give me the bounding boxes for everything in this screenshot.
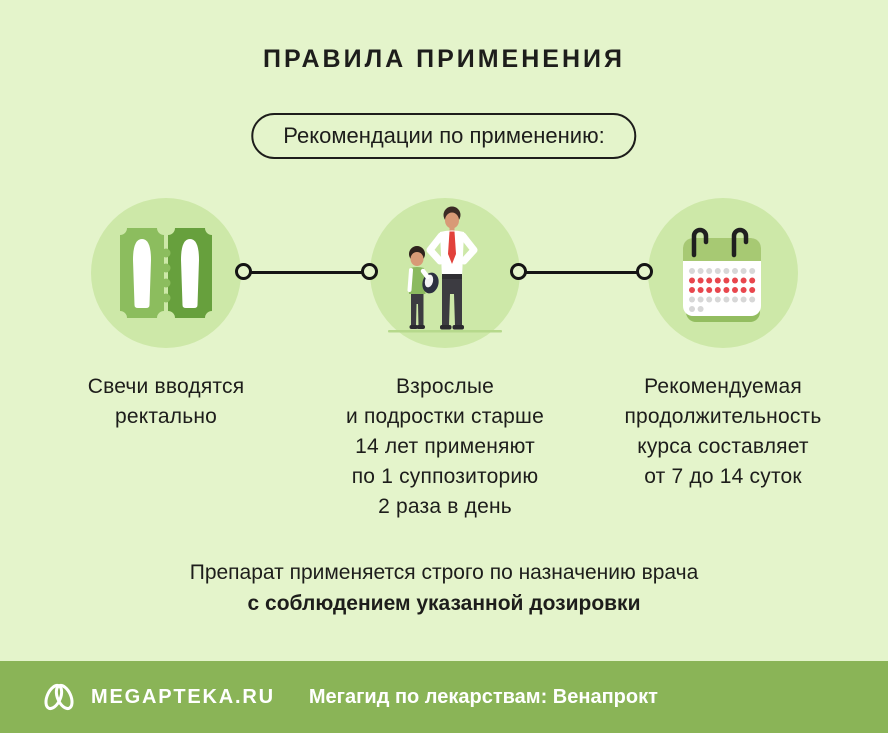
step-1-circle xyxy=(91,198,241,348)
connector-node-icon xyxy=(235,263,252,280)
footer-bar: MEGAPTEKA.RU Мегагид по лекарствам: Вена… xyxy=(0,661,888,733)
suppository-blisters-icon xyxy=(120,228,212,318)
dosage-note: Препарат применяется строго по назначени… xyxy=(0,557,888,619)
connector-node-icon xyxy=(361,263,378,280)
dosage-note-line2: с соблюдением указанной дозировки xyxy=(247,592,641,615)
step-3-circle xyxy=(648,198,798,348)
brand-name: MEGAPTEKA.RU xyxy=(91,685,275,708)
dosage-note-line1: Препарат применяется строго по назначени… xyxy=(189,561,699,584)
recommendations-badge-label: Рекомендации по применению: xyxy=(283,123,605,148)
page-title: ПРАВИЛА ПРИМЕНЕНИЯ xyxy=(263,45,625,73)
megapteka-logo-icon xyxy=(44,683,74,711)
adult-and-teen-icon xyxy=(388,206,502,333)
connector-node-icon xyxy=(636,263,653,280)
calendar-icon xyxy=(683,227,761,322)
step-2-circle xyxy=(370,198,520,348)
connector-line-2 xyxy=(518,271,645,274)
connector-node-icon xyxy=(510,263,527,280)
connector-line-1 xyxy=(243,271,370,274)
recommendations-badge: Рекомендации по применению: xyxy=(251,113,637,159)
footer-tagline: Мегагид по лекарствам: Венапрокт xyxy=(308,685,658,708)
